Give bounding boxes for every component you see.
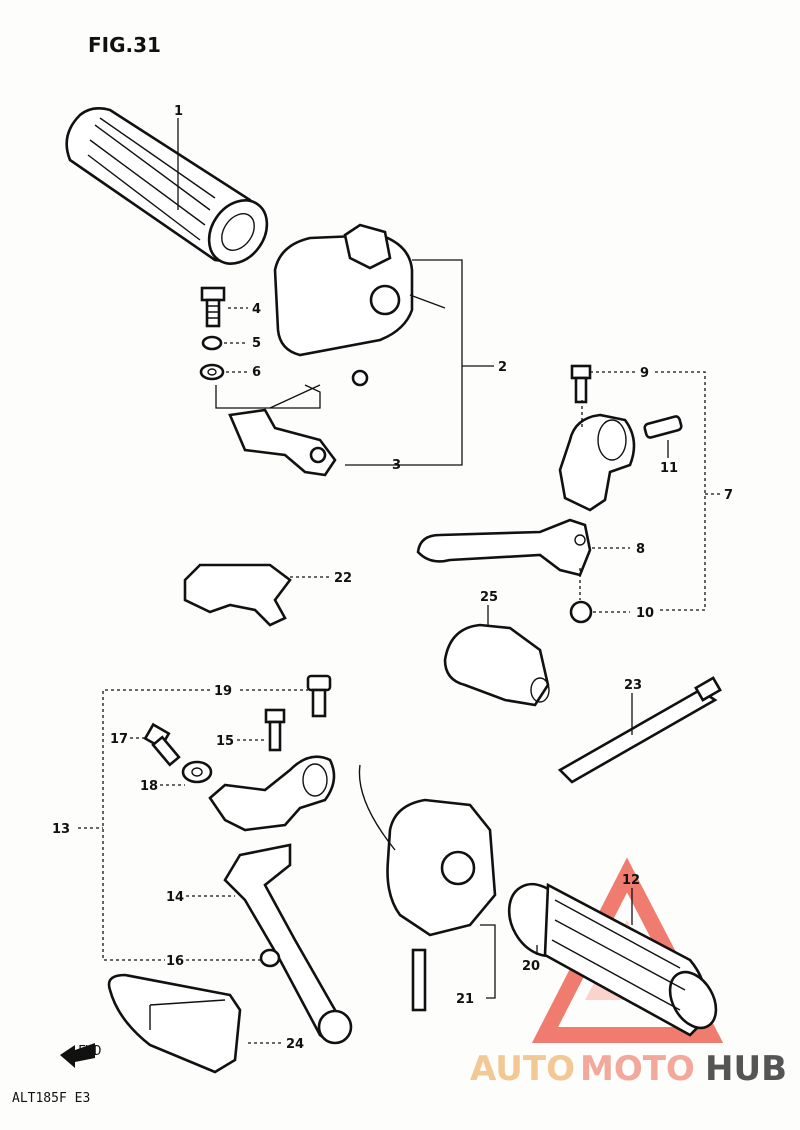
callout-24: 24 [286, 1037, 304, 1052]
callout-16: 16 [166, 954, 184, 969]
callout-6: 6 [252, 365, 261, 380]
callout-18: 18 [140, 779, 158, 794]
watermark-text-hub: HUB [705, 1049, 787, 1089]
part-right-grip [507, 882, 718, 1037]
part-washer-5 [201, 335, 223, 351]
part-washer-6 [199, 363, 225, 381]
callout-5: 5 [252, 336, 261, 351]
callout-12: 12 [622, 873, 640, 888]
part-left-switch-housing [273, 223, 446, 387]
part-clutch-lever-holder [208, 755, 336, 832]
callout-7: 7 [724, 488, 733, 503]
part-choke-lever [228, 408, 337, 477]
callout-10: 10 [636, 606, 654, 621]
model-code: ALT185F E3 [12, 1091, 90, 1106]
part-nut-10 [569, 600, 593, 624]
part-screw-15 [264, 708, 286, 752]
callout-11: 11 [660, 461, 678, 476]
part-bracket-22 [183, 563, 292, 627]
part-bolt-17 [143, 722, 181, 767]
callout-13: 13 [52, 822, 70, 837]
callout-19: 19 [214, 684, 232, 699]
part-screw-9 [570, 364, 592, 404]
watermark-text-moto: MOTO [580, 1049, 695, 1089]
part-nut-18 [181, 760, 213, 784]
leader-lines [78, 118, 720, 1044]
part-brake-lever-8 [416, 518, 592, 577]
callout-14: 14 [166, 890, 184, 905]
callout-17: 17 [110, 732, 128, 747]
part-nut-16 [259, 948, 281, 968]
callout-21: 21 [456, 992, 474, 1007]
watermark-text-auto: AUTO [470, 1049, 575, 1089]
part-right-switch [358, 764, 497, 1012]
callout-3: 3 [392, 458, 401, 473]
part-cover-24 [107, 973, 242, 1074]
callout-8: 8 [636, 542, 645, 557]
callout-15: 15 [216, 734, 234, 749]
fwd-arrow: FWD [60, 1043, 102, 1068]
callout-25: 25 [480, 590, 498, 605]
callout-2: 2 [498, 360, 507, 375]
callout-labels: 1 2 3 4 5 6 7 8 9 10 11 12 13 14 15 16 1… [52, 104, 733, 1052]
part-screw-4 [200, 286, 226, 328]
fwd-label: FWD [78, 1044, 102, 1059]
part-cable-tie-23 [557, 676, 722, 784]
callout-9: 9 [640, 366, 649, 381]
callout-23: 23 [624, 678, 642, 693]
part-lever-holder [558, 413, 636, 512]
part-screw-11 [643, 415, 683, 439]
callout-4: 4 [252, 302, 261, 317]
callout-22: 22 [334, 571, 352, 586]
callout-1: 1 [174, 104, 183, 119]
part-left-grip [65, 107, 269, 265]
part-screw-19 [306, 674, 332, 718]
part-cover-25 [443, 623, 550, 707]
part-clutch-lever-14 [223, 843, 353, 1045]
callout-20: 20 [522, 959, 540, 974]
figure-title: FIG.31 [88, 33, 161, 57]
